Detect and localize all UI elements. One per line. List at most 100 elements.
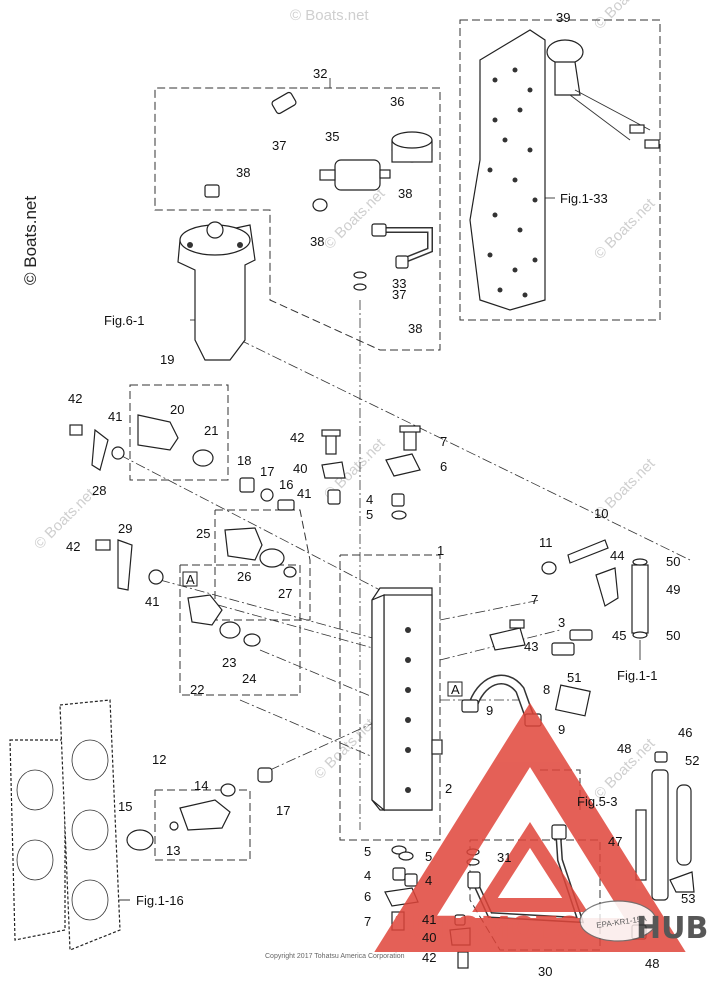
box-a-label: A — [186, 572, 195, 587]
part-label: 38 — [398, 186, 412, 201]
part-label: 37 — [272, 138, 286, 153]
part-label: 38 — [310, 234, 324, 249]
part-label: 8 — [543, 682, 550, 697]
part-label: 50 — [666, 554, 680, 569]
part-label: 27 — [278, 586, 292, 601]
ref-fig-1-1: Fig.1-1 — [617, 668, 657, 683]
part-label: 38 — [408, 321, 422, 336]
part-label: 20 — [170, 402, 184, 417]
part-label: 7 — [364, 914, 371, 929]
part-label: 43 — [524, 639, 538, 654]
box-a-frame — [182, 571, 198, 587]
part-label: 41 — [145, 594, 159, 609]
nipple-12 — [126, 783, 236, 851]
ring-36 — [391, 131, 433, 163]
ref-fig-6-1: Fig.6-1 — [104, 313, 144, 328]
part-label: 5 — [366, 507, 373, 522]
part-label: 25 — [196, 526, 210, 541]
part-label: 24 — [242, 671, 256, 686]
part-label: 21 — [204, 423, 218, 438]
part-label: 42 — [290, 430, 304, 445]
watermark-text: © Boats.net — [31, 485, 99, 553]
part-label: 9 — [558, 722, 565, 737]
nipple-22-group — [187, 594, 261, 647]
part-label: 49 — [666, 582, 680, 597]
part-label: 4 — [366, 492, 373, 507]
cover-plate — [469, 29, 546, 311]
tube-assembly-46-53 — [631, 751, 695, 940]
fittings-3-45 — [551, 629, 593, 656]
group-outlines — [129, 19, 661, 951]
part-label: 42 — [66, 539, 80, 554]
nipple-25 — [224, 527, 297, 578]
box-a-label: A — [451, 682, 460, 697]
main-block-1 — [371, 587, 443, 812]
holder-44-49 — [595, 558, 649, 639]
part-label: 3 — [558, 615, 565, 630]
bolt-plate-4-7 — [385, 425, 421, 520]
ref-fig-1-33: Fig.1-33 — [560, 191, 608, 206]
part-label: 48 — [645, 956, 659, 971]
part-label: 29 — [118, 521, 132, 536]
epa-stamp — [579, 900, 657, 942]
brand-logo: EPA-KR1-15A AUTOMOTO HUB — [374, 702, 708, 952]
part-label: 28 — [92, 483, 106, 498]
hose-37-38 — [204, 91, 297, 198]
part-label: 5 — [364, 844, 371, 859]
part-label: 50 — [666, 628, 680, 643]
part-label: 41 — [108, 409, 122, 424]
part-label: 48 — [617, 741, 631, 756]
part-label: 35 — [325, 129, 339, 144]
gasket-fig-1-16 — [9, 699, 121, 951]
fuel-filter-35 — [312, 159, 391, 212]
fuel-pump-body — [177, 221, 256, 361]
part-label: 13 — [166, 843, 180, 858]
part-label: 32 — [313, 66, 327, 81]
bolt-10-11 — [541, 539, 609, 575]
pipe-37-38 — [353, 223, 433, 291]
ref-fig-1-16: Fig.1-16 — [136, 893, 184, 908]
bracket-29 — [95, 539, 164, 591]
part-label: 30 — [538, 964, 552, 979]
part-label: 9 — [486, 703, 493, 718]
part-label: 37 — [392, 287, 406, 302]
part-label: 52 — [685, 753, 699, 768]
ref-fig-5-3: Fig.5-3 — [577, 794, 617, 809]
brand-text-automoto: AUTOMOTO — [388, 911, 582, 946]
label-plate-51 — [554, 684, 591, 717]
part-label: 7 — [440, 434, 447, 449]
box-a-frame — [447, 681, 463, 697]
part-label: 40 — [293, 461, 307, 476]
part-label: 41 — [422, 912, 436, 927]
part-label: 22 — [190, 682, 204, 697]
brand-text-hub: HUB — [636, 911, 708, 946]
part-label: 53 — [681, 891, 695, 906]
part-label: 26 — [237, 569, 251, 584]
bracket-39 — [546, 39, 660, 149]
figure-references: Fig.6-1 Fig.1-33 Fig.1-1 Fig.5-3 Fig.1-1… — [104, 191, 657, 960]
part-label: 17 — [276, 803, 290, 818]
part-label: 36 — [390, 94, 404, 109]
part-label: 12 — [152, 752, 166, 767]
part-label: 1 — [437, 543, 444, 558]
nipple-20 — [69, 414, 214, 471]
part-label: 7 — [531, 592, 538, 607]
part-label: 31 — [497, 850, 511, 865]
part-label: 16 — [279, 477, 293, 492]
fittings-16-18 — [239, 477, 295, 511]
part-number-labels: 32 39 36 35 37 38 38 38 33 37 38 19 42 4… — [66, 10, 699, 979]
part-label: 6 — [364, 889, 371, 904]
bolt-bracket-40-42 — [321, 429, 346, 505]
part-label: 10 — [594, 506, 608, 521]
part-label: 19 — [160, 352, 174, 367]
part-label: 18 — [237, 453, 251, 468]
part-label: 47 — [608, 834, 622, 849]
part-label: 15 — [118, 799, 132, 814]
watermark-text: © Boats.net — [591, 0, 659, 33]
part-label: 39 — [556, 10, 570, 25]
part-label: 6 — [440, 459, 447, 474]
bracket-43 — [489, 619, 526, 651]
part-label: 42 — [68, 391, 82, 406]
part-label: 17 — [260, 464, 274, 479]
copyright-text: Copyright 2017 Tohatsu America Corporati… — [265, 953, 405, 960]
